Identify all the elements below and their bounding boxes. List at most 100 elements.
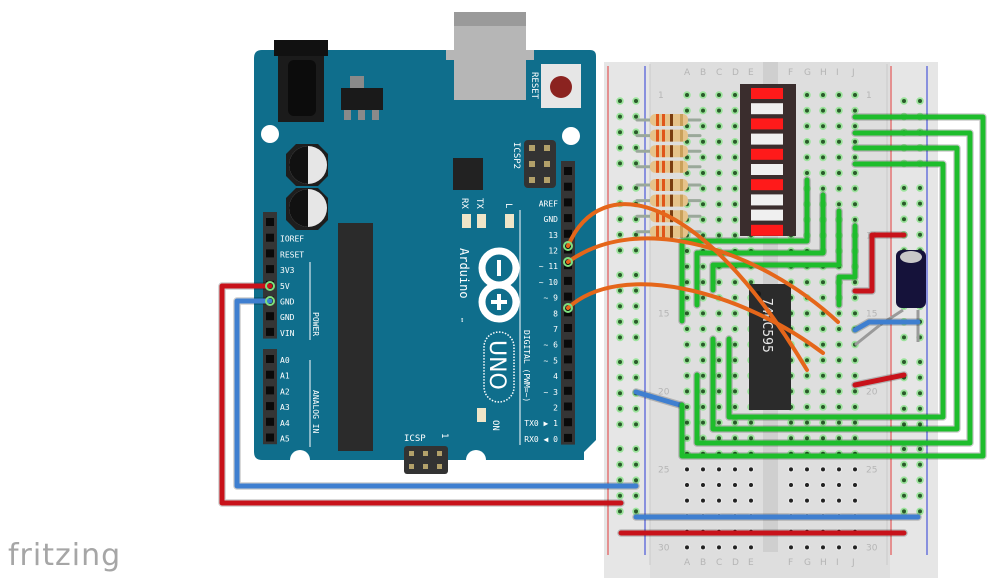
wire-green-1[interactable] <box>679 114 986 459</box>
hole-center <box>685 405 689 409</box>
minus-icon <box>497 260 501 276</box>
hole-center <box>805 124 809 129</box>
header-pin[interactable] <box>266 312 274 321</box>
hole-center <box>685 171 689 175</box>
wire-green-2[interactable] <box>694 130 973 446</box>
analog-title: ANALOG IN <box>311 390 320 434</box>
hole-center <box>701 264 705 269</box>
hole-center <box>837 545 841 550</box>
header-pin[interactable] <box>266 233 274 242</box>
connected-pin <box>563 303 573 313</box>
pin-label: VIN <box>280 329 295 338</box>
led-segment <box>751 118 783 130</box>
header-pin[interactable] <box>564 433 572 442</box>
resistor[interactable] <box>650 129 688 142</box>
wire-cap-gnd[interactable] <box>852 319 921 333</box>
hole-center <box>837 342 841 347</box>
wire-pin12[interactable] <box>566 202 809 372</box>
hole-center <box>634 161 638 166</box>
header-pin[interactable] <box>266 386 274 395</box>
hole-center <box>853 311 857 316</box>
header-pin[interactable] <box>266 327 274 336</box>
reset-button-cap[interactable] <box>550 76 572 98</box>
wire-green-7[interactable] <box>710 208 842 293</box>
hole-center <box>634 273 638 277</box>
hole-center <box>749 467 753 472</box>
wire-5v[interactable] <box>219 283 624 506</box>
header-pin[interactable] <box>564 418 572 427</box>
pin-label: GND <box>280 298 295 307</box>
hole-center <box>853 186 857 191</box>
wire-green-6[interactable] <box>694 192 826 308</box>
hole-center <box>634 406 638 411</box>
wire-gnd[interactable] <box>234 298 639 489</box>
resistor[interactable] <box>650 160 688 173</box>
hole-center <box>733 420 737 425</box>
header-pin[interactable] <box>266 249 274 258</box>
trademark: ™ <box>456 318 464 322</box>
header-pin[interactable] <box>266 402 274 411</box>
header-pin[interactable] <box>564 371 572 380</box>
header-pin[interactable] <box>564 292 572 301</box>
hole-center <box>733 139 737 144</box>
hole-center <box>701 93 705 97</box>
wire-pin8[interactable] <box>566 282 825 355</box>
resistors <box>635 114 702 238</box>
hole-center <box>749 483 753 487</box>
wire-green-4[interactable] <box>726 161 946 420</box>
header-pin[interactable] <box>564 229 572 238</box>
hole-center <box>918 509 922 514</box>
header-pin[interactable] <box>564 276 572 285</box>
wire-vcc-cap[interactable] <box>852 232 907 294</box>
resistor[interactable] <box>650 194 688 207</box>
header-pin[interactable] <box>564 386 572 395</box>
hole-center <box>717 389 721 394</box>
header-pin[interactable] <box>564 324 572 332</box>
hole-center <box>733 186 737 191</box>
header-pin[interactable] <box>266 417 274 426</box>
hole-center <box>902 217 906 222</box>
status-leds <box>462 214 514 422</box>
pin-label: A5 <box>280 435 290 444</box>
header-pin[interactable] <box>564 214 572 223</box>
hole-center <box>733 171 737 175</box>
resistor[interactable] <box>650 114 688 126</box>
header-pin[interactable] <box>266 265 274 274</box>
wire-green-8[interactable] <box>836 223 858 308</box>
header-pin[interactable] <box>564 182 572 191</box>
hole-center <box>701 342 705 347</box>
pin-label: 3V3 <box>280 266 295 275</box>
resistor[interactable] <box>650 145 688 158</box>
hole-center <box>837 327 841 331</box>
led-segment <box>751 133 783 145</box>
header-pin[interactable] <box>564 402 572 411</box>
header-pin[interactable] <box>266 218 274 226</box>
resistor-band <box>656 210 659 223</box>
hole-center <box>733 436 737 441</box>
header-pin[interactable] <box>266 433 274 442</box>
led-segment <box>751 224 783 236</box>
wire-pin11[interactable] <box>566 236 840 324</box>
header-pin[interactable] <box>564 167 572 175</box>
header-pin[interactable] <box>564 339 572 348</box>
resistor-band <box>656 145 659 158</box>
header-pin[interactable] <box>266 370 274 379</box>
header-pin[interactable] <box>266 355 274 363</box>
wire-gray[interactable] <box>854 323 881 347</box>
row-number: 15 <box>658 309 669 319</box>
wire-green-3[interactable] <box>710 145 960 432</box>
resistor[interactable] <box>650 225 688 238</box>
header-pin[interactable] <box>564 355 572 364</box>
wire-vcc-short[interactable] <box>852 372 907 388</box>
hole-center <box>618 422 622 427</box>
pin-label: 2 <box>553 404 558 413</box>
hole-center <box>918 422 922 427</box>
hole-center <box>717 233 721 238</box>
hole-center <box>701 186 705 191</box>
resistor[interactable] <box>650 179 688 191</box>
row-number: 20 <box>658 387 670 397</box>
header-pin[interactable] <box>564 198 572 207</box>
wire-green-5[interactable] <box>679 177 810 324</box>
hole-center <box>618 217 622 222</box>
wire-gnd-short[interactable] <box>633 389 683 408</box>
